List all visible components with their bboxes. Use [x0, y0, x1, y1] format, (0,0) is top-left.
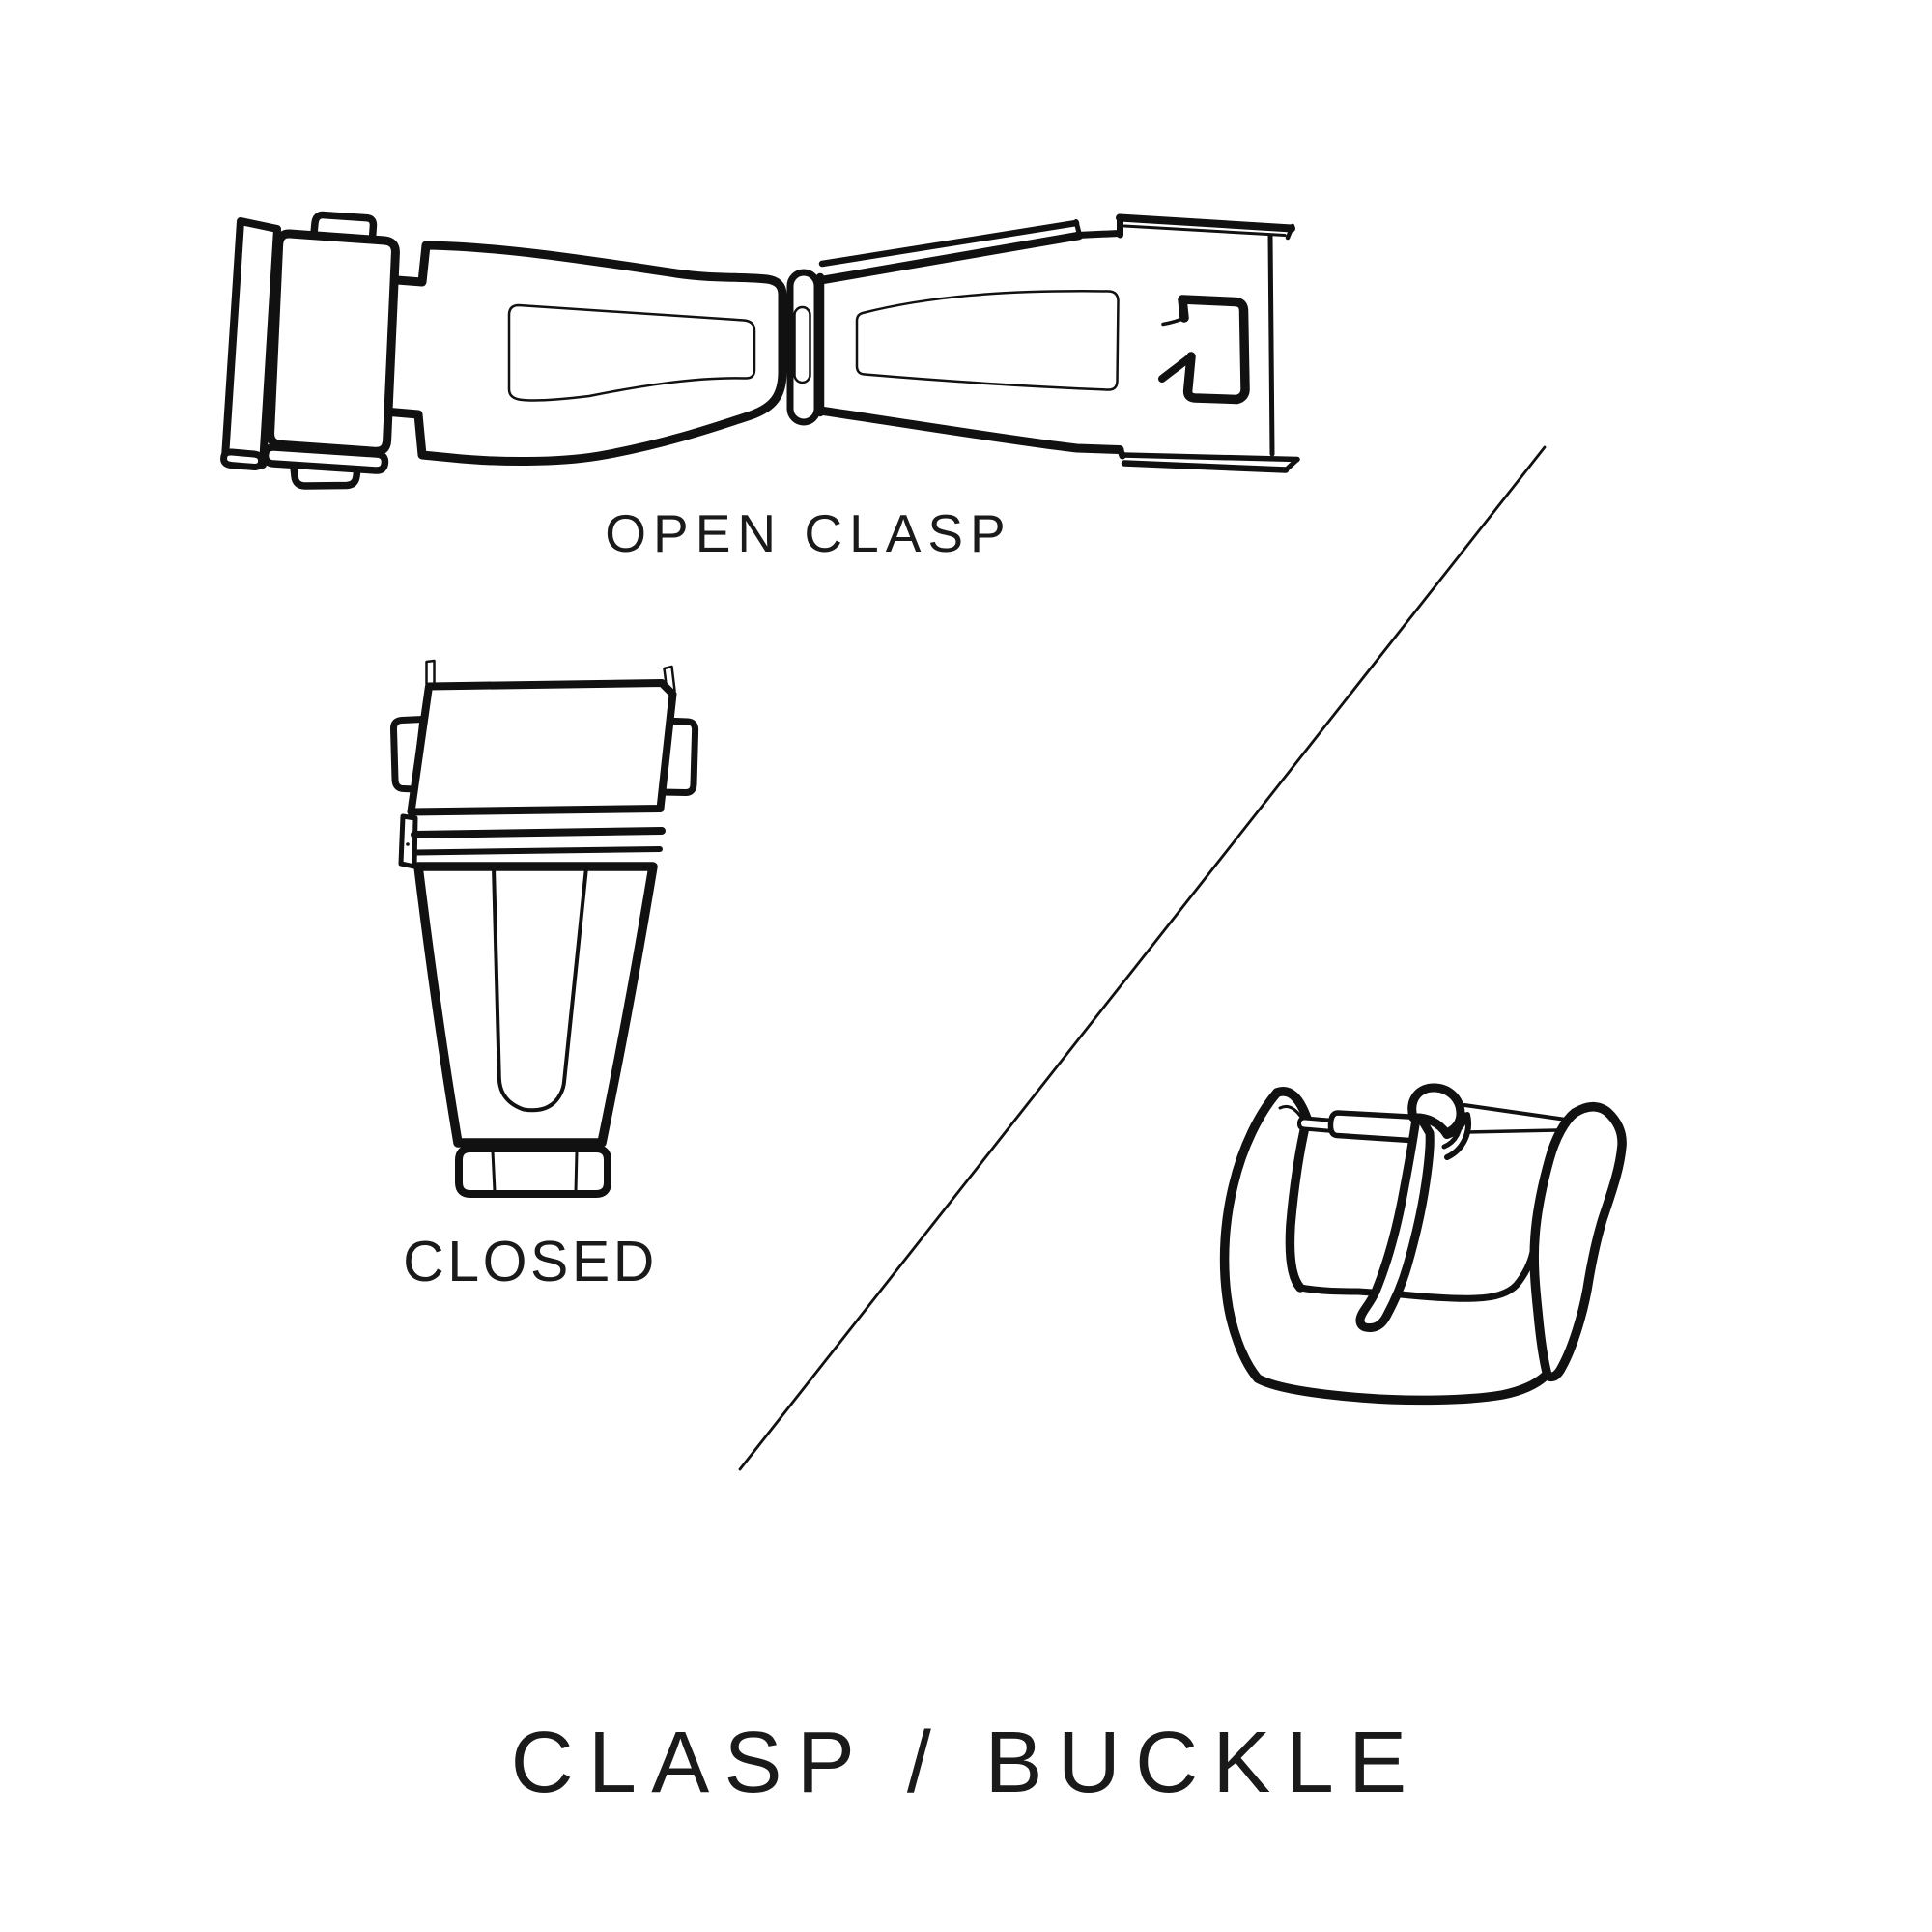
svg-text:CLOSED: CLOSED	[403, 1230, 658, 1293]
svg-text:OPEN CLASP: OPEN CLASP	[605, 503, 1012, 563]
svg-text:CLASP / BUCKLE: CLASP / BUCKLE	[511, 1715, 1422, 1811]
